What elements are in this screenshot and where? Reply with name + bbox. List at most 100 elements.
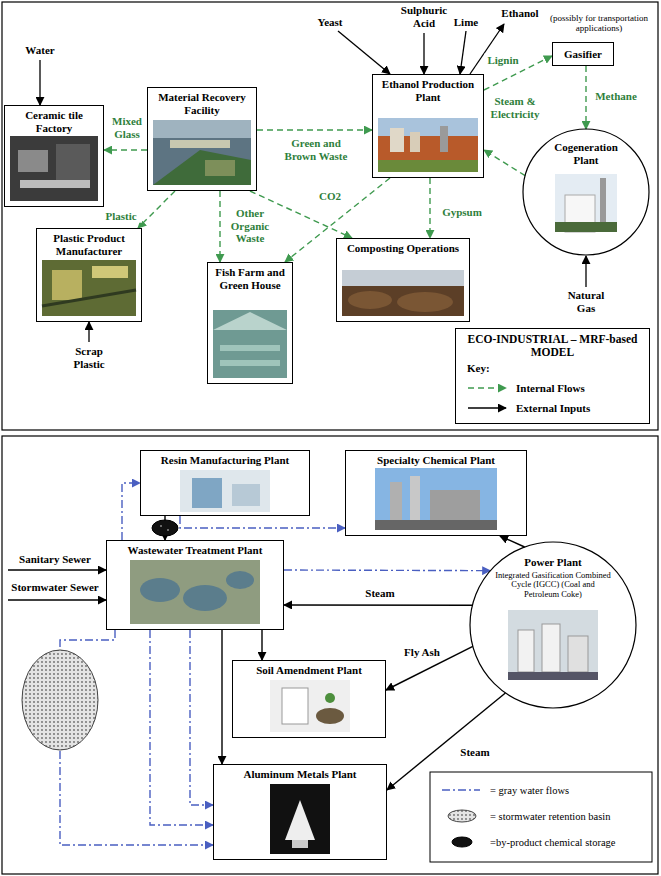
legend-box	[430, 772, 652, 862]
legend-sample	[440, 783, 484, 797]
node-note: Key:	[459, 362, 646, 375]
gray-water-flow	[284, 569, 490, 571]
greenhouse-photo	[220, 345, 280, 351]
input-arrow	[470, 24, 504, 74]
flow-label: Gypsum	[439, 206, 485, 219]
treatment-photo	[130, 560, 260, 624]
aluminum-photo	[270, 784, 330, 854]
legend-sample	[452, 837, 472, 847]
power-photo	[568, 636, 588, 672]
compost-photo	[342, 270, 464, 286]
node-title: Plastic Product Manufacturer	[40, 232, 138, 257]
plant-box: Wastewater Treatment Plant	[106, 540, 284, 630]
factory-photo	[18, 150, 48, 172]
node-title: Aluminum Metals Plant	[217, 768, 383, 781]
soil-photo	[270, 680, 350, 732]
legend-sample	[468, 387, 506, 388]
legend-entry: =by-product chemical storage	[440, 835, 615, 849]
greenhouse-photo	[213, 310, 287, 378]
plant-box: Fish Farm and Green House	[207, 262, 293, 384]
retention-basin	[22, 650, 98, 750]
gray-water-flow	[190, 630, 213, 805]
plant-box: Aluminum Metals Plant	[213, 764, 387, 860]
chemical-photo	[410, 476, 420, 522]
power-photo	[542, 624, 560, 672]
resin-photo	[192, 478, 222, 508]
input-arrow	[460, 31, 466, 74]
power-photo	[508, 672, 598, 680]
legend-entry: = stormwater retention basin	[440, 809, 611, 823]
facility-photo	[153, 120, 251, 185]
legend-sample	[440, 835, 484, 849]
internal-flow	[138, 191, 175, 228]
internal-flow	[104, 149, 147, 150]
storage-symbol	[152, 520, 178, 536]
cogeneration-photo	[555, 174, 617, 232]
input-label: Scrap Plastic	[64, 345, 114, 370]
panel-frame	[2, 436, 658, 874]
input-label: Stormwater Sewer	[7, 581, 103, 594]
chemical-photo	[375, 468, 497, 530]
input-arrow	[423, 33, 424, 74]
internal-flow	[257, 129, 372, 130]
flow-arrow	[221, 630, 222, 764]
input-arrow	[8, 24, 586, 600]
input-label: Ethanol	[498, 7, 542, 20]
node-title: Ethanol Production Plant	[376, 78, 480, 103]
input-label: Sanitary Sewer	[7, 553, 103, 566]
gray-water-flow	[180, 516, 345, 528]
plant-box: Ethanol Production Plant	[372, 74, 484, 178]
node-title: Fish Farm and Green House	[211, 266, 289, 291]
input-arrow	[585, 256, 586, 287]
internal-flow	[484, 150, 525, 176]
flow-label: Fly Ash	[399, 646, 445, 659]
node-title: Composting Operations	[340, 242, 466, 255]
input-arrow	[39, 60, 40, 105]
soil-photo	[316, 708, 344, 724]
legend-sample	[466, 381, 510, 395]
storage-symbol	[160, 525, 162, 527]
legend-text: = stormwater retention basin	[490, 811, 611, 822]
treatment-photo	[183, 585, 227, 611]
manufacturer-photo	[42, 290, 136, 306]
facility-photo	[153, 120, 251, 138]
node-title: Ceramic tile Factory	[8, 109, 100, 134]
node-title: Power Plant	[494, 556, 612, 569]
power-photo	[508, 610, 598, 680]
chemical-photo	[390, 482, 402, 522]
storage-symbol	[152, 520, 178, 536]
flow-arrow	[284, 604, 472, 606]
factory-photo	[10, 136, 98, 201]
node-title: Resin Manufacturing Plant	[144, 454, 306, 467]
greenhouse-photo	[213, 312, 287, 330]
node-title: ECO-INDUSTRIAL – MRF-based MODEL	[459, 333, 646, 359]
greenhouse-photo	[213, 310, 287, 378]
manufacturer-photo	[92, 266, 128, 278]
legend-sample	[442, 789, 480, 790]
storage-symbol	[167, 529, 169, 531]
circle-outline	[523, 129, 649, 255]
flow-label: Steam	[456, 746, 494, 759]
plant-box: Soil Amendment Plant	[232, 660, 386, 738]
flow-label: Plastic	[100, 210, 142, 223]
plant-box: Composting Operations	[336, 238, 470, 322]
facility-photo	[170, 140, 230, 148]
flow-arrow	[387, 693, 505, 790]
aluminum-photo	[285, 800, 315, 840]
power-photo	[518, 630, 534, 672]
soil-photo	[282, 688, 308, 724]
circle-outline	[470, 542, 636, 708]
flow-label: Steam & Electricity	[485, 95, 545, 120]
node-title: Material Recovery Facility	[151, 91, 253, 116]
plant-photo	[390, 128, 404, 152]
input-arrow	[88, 322, 89, 342]
chemical-photo	[375, 468, 497, 530]
manufacturer-photo	[42, 260, 136, 316]
internal-flow	[429, 178, 430, 238]
plant-circle: Cogeneration Plant	[522, 128, 650, 256]
greenhouse-photo	[220, 360, 280, 366]
aluminum-photo	[270, 784, 330, 854]
